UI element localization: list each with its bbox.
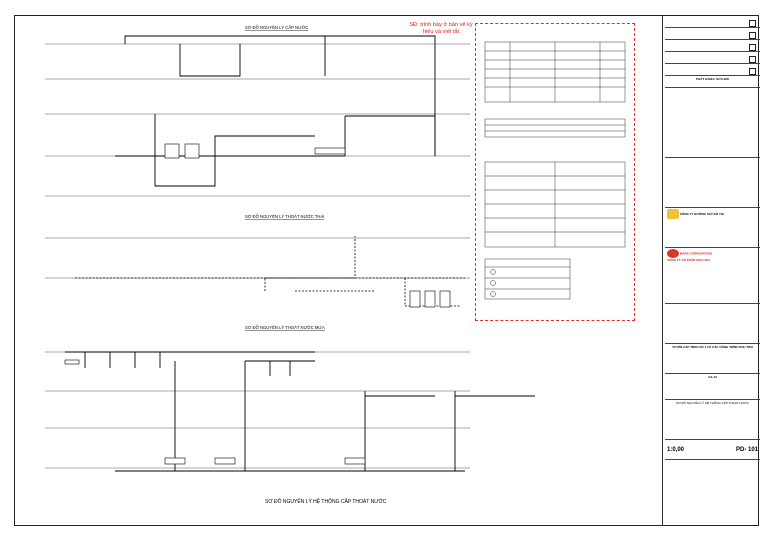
drain-title: SƠ ĐỒ NGUYÊN LÝ THOÁT NƯỚC THẢI bbox=[245, 214, 324, 219]
issue-header: PHÁT HÀNH / SỬA ĐỔI bbox=[665, 76, 760, 88]
project-name: TUYẾN CÁP TREO SỐ 1 VÀ CÁC CÔNG TRÌNH PH… bbox=[665, 344, 760, 374]
rain-title: SƠ ĐỒ NGUYÊN LÝ THOÁT NƯỚC MƯA bbox=[245, 325, 325, 330]
consultant-name-vn: CÔNG TY CỔ PHẦN SAO HỎA bbox=[667, 258, 711, 262]
checkbox[interactable] bbox=[749, 44, 756, 51]
red-note: SĐ: trình bày ở bản vẽ ký hiệu và viết t… bbox=[409, 22, 473, 35]
checkbox[interactable] bbox=[749, 68, 756, 75]
consultant-name: MARS CORPORATION bbox=[679, 251, 712, 256]
checkbox[interactable] bbox=[749, 20, 756, 27]
station-name: GA 10 bbox=[665, 374, 760, 400]
owner-logo-icon bbox=[667, 209, 679, 219]
consultant-logo-icon bbox=[667, 249, 679, 258]
schematic-area: SƠ ĐỒ NGUYÊN LÝ CẤP NƯỚC SƠ ĐỒ NGUYÊN LÝ… bbox=[15, 16, 663, 525]
drawing-title: SƠ ĐỒ NGUYÊN LÝ HỆ THỐNG CẤP THOÁT NƯỚC bbox=[665, 400, 760, 440]
drawing-number: PD- 101 bbox=[735, 446, 758, 453]
checkbox[interactable] bbox=[749, 32, 756, 39]
checkbox[interactable] bbox=[749, 56, 756, 63]
owner-company: CÔNG TY ĐƯỜNG SẮT ĐÔ THỊ bbox=[679, 211, 724, 216]
sheet-drawing-title: SƠ ĐỒ NGUYÊN LÝ HỆ THỐNG CẤP THOÁT NƯỚC bbox=[265, 499, 387, 505]
drawing-sheet: SƠ ĐỒ NGUYÊN LÝ CẤP NƯỚC SƠ ĐỒ NGUYÊN LÝ… bbox=[14, 15, 760, 526]
legend-frame bbox=[475, 23, 635, 321]
plumbing-schematic: SƠ ĐỒ NGUYÊN LÝ CẤP NƯỚC SƠ ĐỒ NGUYÊN LÝ… bbox=[45, 25, 626, 472]
scale: 1:0,00 bbox=[667, 446, 685, 453]
supply-title: SƠ ĐỒ NGUYÊN LÝ CẤP NƯỚC bbox=[245, 25, 308, 30]
title-block: PHÁT HÀNH / SỬA ĐỔI CÔNG TY ĐƯỜNG SẮT ĐÔ… bbox=[665, 16, 760, 525]
